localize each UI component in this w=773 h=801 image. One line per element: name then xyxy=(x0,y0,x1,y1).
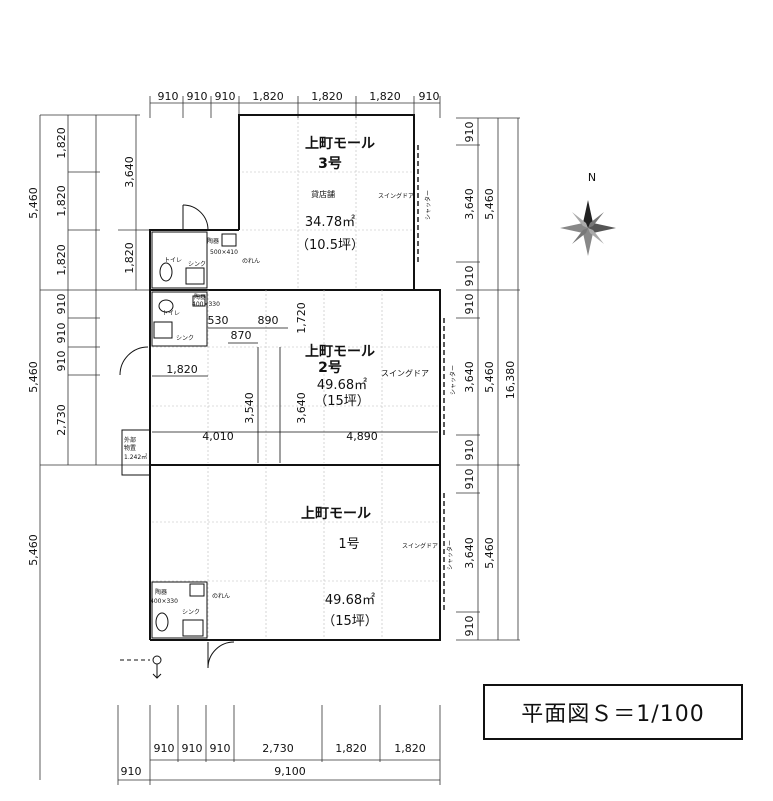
unit2-swing-door: スイングドア xyxy=(381,368,429,378)
right-dim-7: 910 xyxy=(463,469,476,490)
left-outer-4: 910 xyxy=(55,294,68,315)
unit3-swing-door: スイングドア xyxy=(378,192,414,200)
ceramic-label-3: 陶器 xyxy=(155,588,167,596)
compass-north-label: N xyxy=(588,171,596,184)
right-dim-1: 910 xyxy=(463,122,476,143)
toilet-label-2: トイレ xyxy=(162,310,180,317)
top-dim-1: 910 xyxy=(158,90,179,103)
left-outer-2: 1,820 xyxy=(55,185,68,217)
ceramic-label-1: 陶器 xyxy=(207,237,219,245)
scale-label: 平面図Ｓ＝1/100 xyxy=(483,684,743,740)
left-outer-5: 910 xyxy=(55,323,68,344)
unit1-tsubo: （15坪） xyxy=(322,614,378,629)
left-outer-1: 1,820 xyxy=(55,127,68,159)
size-label-2: 400×330 xyxy=(192,301,220,308)
unit2-area: 49.68㎡ xyxy=(317,378,367,393)
unit2-shutter: シャッター xyxy=(449,365,457,395)
unit3-shutter: シャッター xyxy=(424,190,432,220)
bottom-dim-4: 2,730 xyxy=(262,742,294,755)
fixtures xyxy=(119,204,237,669)
sink-label-2: シンク xyxy=(176,335,194,342)
ext-storage-label: 外部 xyxy=(124,436,136,444)
top-dim-2: 910 xyxy=(187,90,208,103)
unit3-area: 34.78㎡ xyxy=(305,215,355,230)
unit1-area: 49.68㎡ xyxy=(325,593,375,608)
unit2-name: 上町モール xyxy=(305,344,375,360)
top-dim-5: 1,820 xyxy=(311,90,343,103)
noren-label-3: のれん xyxy=(212,593,230,600)
dim-1820: 1,820 xyxy=(166,363,198,376)
unit2-number: 2号 xyxy=(318,360,342,376)
bottom-dim-2: 910 xyxy=(182,742,203,755)
right-total: 16,380 xyxy=(504,361,517,400)
dim-1720: 1,720 xyxy=(295,302,308,334)
sink-label-3: シンク xyxy=(182,609,200,616)
bottom-dimension-lines xyxy=(117,705,441,785)
left-mid-1: 5,460 xyxy=(27,187,40,219)
bottom-total-1: 910 xyxy=(121,765,142,778)
entrance-marker xyxy=(120,655,162,679)
toilet-label-1: トイレ xyxy=(164,257,182,264)
left-outer-3: 1,820 xyxy=(55,244,68,276)
ext-area-label: 1.242㎡ xyxy=(124,453,147,461)
noren-label-1: のれん xyxy=(242,258,260,265)
unit1-name: 上町モール xyxy=(301,506,371,522)
right-dim-2: 3,640 xyxy=(463,188,476,220)
dim-3540: 3,540 xyxy=(243,392,256,424)
bottom-total-2: 9,100 xyxy=(274,765,306,778)
right-dim-9: 910 xyxy=(463,616,476,637)
compass-icon xyxy=(560,200,616,256)
shutter-lines xyxy=(417,145,445,612)
top-dim-6: 1,820 xyxy=(369,90,401,103)
unit3-tsubo: （10.5坪） xyxy=(296,238,364,253)
bottom-dim-3: 910 xyxy=(210,742,231,755)
bottom-dim-1: 910 xyxy=(154,742,175,755)
top-dim-7: 910 xyxy=(419,90,440,103)
bottom-dim-5: 1,820 xyxy=(335,742,367,755)
right-dim-5: 3,640 xyxy=(463,361,476,393)
building-walls xyxy=(149,114,441,641)
unit1-shutter: シャッター xyxy=(446,540,454,570)
unit3-use: 貸店舗 xyxy=(311,189,335,199)
interior-dim-lines xyxy=(152,327,438,463)
right-dimension-lines xyxy=(456,117,520,641)
right-dim-6: 910 xyxy=(463,440,476,461)
ext-storage-label-2: 物置 xyxy=(124,444,136,452)
left-outer-6: 910 xyxy=(55,351,68,372)
dim-870: 870 xyxy=(231,329,252,342)
unit3-number: 3号 xyxy=(318,156,342,172)
dim-4890: 4,890 xyxy=(346,430,378,443)
dim-4010: 4,010 xyxy=(202,430,234,443)
right-dim-3: 910 xyxy=(463,266,476,287)
size-label-1: 500×410 xyxy=(210,249,238,256)
size-label-3: 400×330 xyxy=(150,598,178,605)
top-dimension-line xyxy=(149,96,441,118)
top-dim-4: 1,820 xyxy=(252,90,284,103)
left-mid-2: 5,460 xyxy=(27,361,40,393)
unit1-number: 1号 xyxy=(338,537,359,552)
top-dim-3: 910 xyxy=(215,90,236,103)
left-outer-7: 2,730 xyxy=(55,404,68,436)
unit2-tsubo: （15坪） xyxy=(314,394,370,409)
grid-lines xyxy=(152,118,438,638)
left-inner-2: 1,820 xyxy=(123,242,136,274)
ceramic-label-2: 陶器 xyxy=(194,293,206,301)
bottom-dim-6: 1,820 xyxy=(394,742,426,755)
unit1-swing-door: スイングドア xyxy=(402,542,438,550)
dim-890: 890 xyxy=(258,314,279,327)
right-mid-1: 5,460 xyxy=(483,188,496,220)
unit3-name: 上町モール xyxy=(305,136,375,152)
left-inner-1: 3,640 xyxy=(123,156,136,188)
left-dimension-lines xyxy=(39,114,150,780)
dim-530: 530 xyxy=(208,314,229,327)
left-outer-8: 5,460 xyxy=(27,534,40,566)
right-dim-8: 3,640 xyxy=(463,537,476,569)
dim-3640: 3,640 xyxy=(295,392,308,424)
right-dim-4: 910 xyxy=(463,294,476,315)
right-mid-2: 5,460 xyxy=(483,361,496,393)
sink-label-1: シンク xyxy=(188,261,206,268)
right-mid-3: 5,460 xyxy=(483,537,496,569)
